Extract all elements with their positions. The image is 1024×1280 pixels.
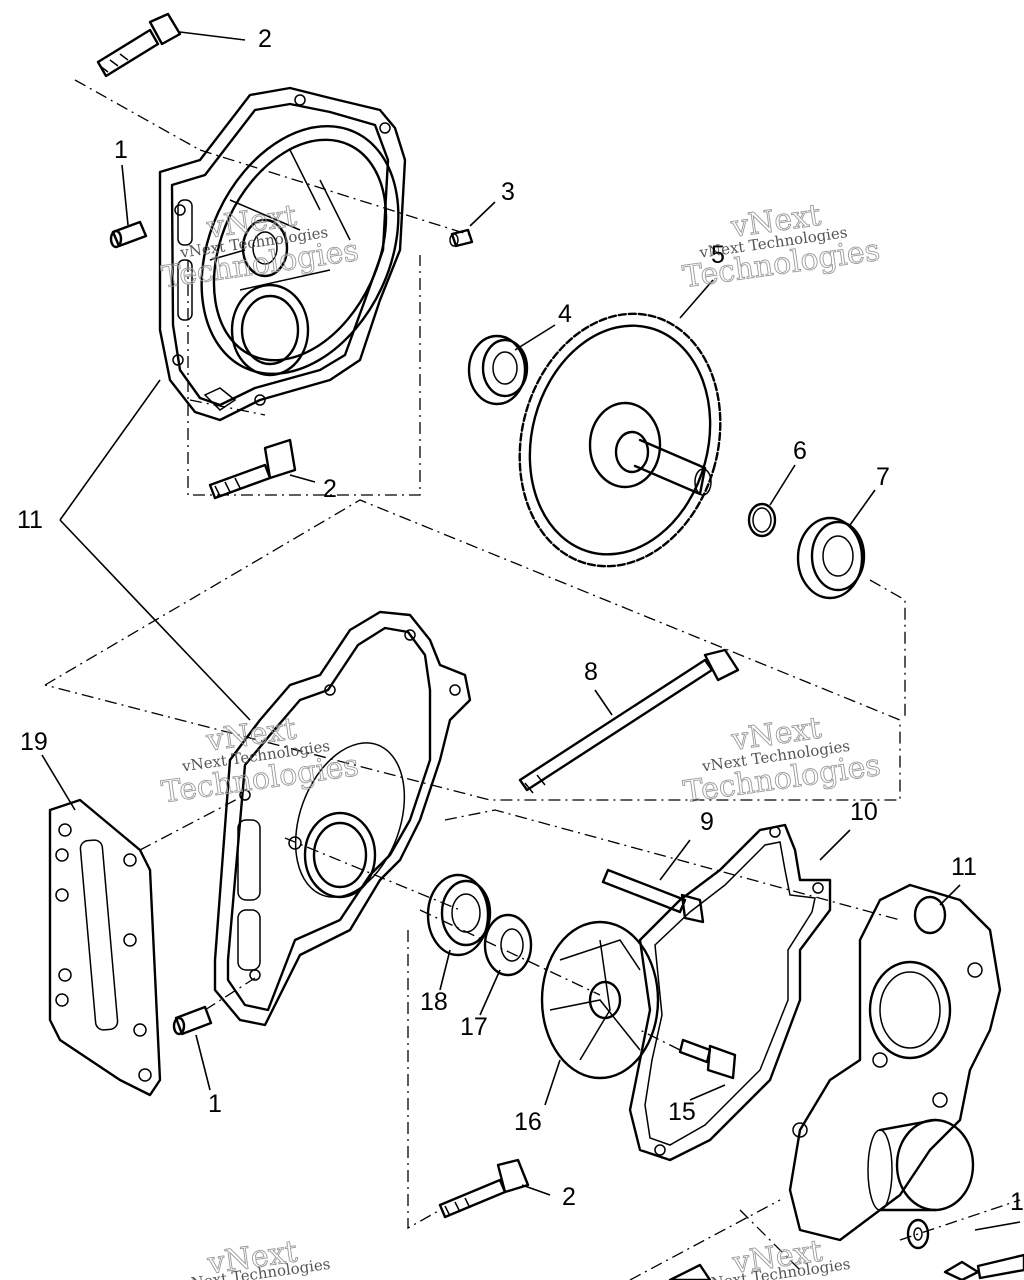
washer-17 [483,913,533,977]
bolt-middle [208,438,297,500]
callout-3: 3 [501,178,515,206]
watermark-1: vNext Technologies vNext Technologies [159,198,361,296]
callout-2-bottom: 2 [562,1183,576,1211]
leader-lines [41,31,1021,1231]
watermark-2: vNext Technologies vNext Technologies [680,197,882,295]
callout-17: 17 [460,1013,488,1041]
impeller-16 [540,920,660,1080]
washer-bottom-right [906,1218,930,1250]
gasket-19 [48,798,162,1097]
bearing-7 [796,516,866,600]
bearing-4 [467,334,529,406]
gear-shaft [518,312,722,568]
dowel-pin-small [449,228,474,248]
bolt-15 [678,1038,737,1080]
snap-ring [747,502,777,538]
callout-8: 8 [584,658,598,686]
callout-19: 19 [20,728,48,756]
gasket-10 [628,823,832,1162]
pump-case [213,610,472,1027]
callout-11-left: 11 [17,506,43,534]
callout-2-top: 2 [258,25,272,53]
bolt-top [96,12,182,78]
callout-18: 18 [420,988,448,1016]
watermark-4: vNext Technologies vNext Technologies [681,710,883,810]
callout-11-right: 11 [951,853,977,881]
dowel-pin-top [109,220,148,249]
bolt-bottom-left-partial [668,1263,712,1280]
upper-cover-housing [158,86,407,422]
dowel-pin-bottom [172,1005,213,1036]
watermark-5: vNext vNext Technologies [180,1234,331,1280]
callout-4: 4 [558,300,572,328]
callout-10: 10 [850,798,878,826]
seal-18 [426,873,492,957]
bolt-bottom [438,1158,530,1219]
callout-1-edge: 1 [1010,1188,1024,1216]
callout-2-middle: 2 [323,475,337,503]
bolt-9 [601,868,705,924]
callout-16: 16 [514,1108,542,1136]
watermark-3: vNext Technologies vNext Technologies [159,711,361,811]
pump-cover [788,883,1002,1242]
callout-15: 15 [668,1098,696,1126]
callout-7: 7 [876,463,890,491]
alignment-lines [44,79,1021,1280]
callout-9: 9 [700,808,714,836]
callout-labels: 2 1 3 5 4 6 7 2 11 8 19 9 10 11 18 17 1 … [17,25,1024,1216]
callout-1-bottom: 1 [208,1090,222,1118]
callout-6: 6 [793,437,807,465]
long-bolt-8 [518,648,740,794]
callout-1-top: 1 [114,136,128,164]
callout-5: 5 [711,241,725,269]
bolt-bottom-right [943,1253,1024,1280]
